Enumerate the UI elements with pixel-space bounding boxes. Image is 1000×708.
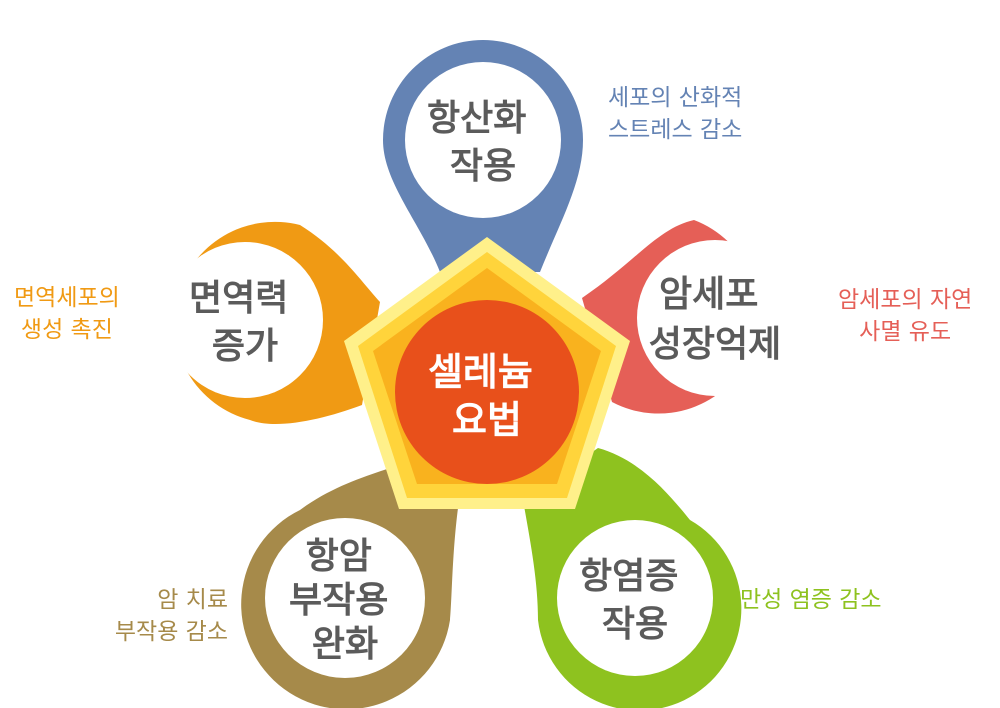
petal-cancer-growth-title-line-2: 성장억제 bbox=[649, 324, 781, 365]
petal-cancer-growth-disc bbox=[637, 240, 793, 396]
petal-side-effect-disc bbox=[265, 518, 425, 678]
desc-antioxidant: 세포의 산화적 스트레스 감소 bbox=[608, 82, 742, 146]
desc-side-effect-line-1: 암 치료 bbox=[157, 587, 228, 613]
desc-immunity: 면역세포의 생성 촉진 bbox=[14, 282, 120, 346]
center-title: 셀레늄 요법 bbox=[428, 350, 546, 442]
petal-side-effect-title-line-3: 완화 bbox=[312, 624, 378, 665]
petal-immunity-disc bbox=[167, 242, 323, 398]
center-title-line-2: 요법 bbox=[452, 398, 522, 442]
desc-immunity-line-2: 생성 촉진 bbox=[20, 317, 113, 343]
center-hub: 셀레늄 요법 bbox=[344, 237, 630, 509]
petal-antioxidant-title-line-2: 작용 bbox=[450, 146, 516, 187]
petal-antioxidant-disc bbox=[405, 62, 561, 218]
petal-side-effect-title: 항암 부작용 완화 bbox=[289, 536, 401, 665]
petal-cancer-growth: 암세포 성장억제 bbox=[582, 220, 793, 414]
desc-antioxidant-line-1: 세포의 산화적 bbox=[608, 85, 743, 111]
petal-anti-inflammatory-title-line-2: 작용 bbox=[602, 604, 668, 645]
petal-cancer-growth-title: 암세포 성장억제 bbox=[649, 274, 781, 365]
desc-side-effect-line-2: 부작용 감소 bbox=[114, 619, 228, 645]
desc-cancer-growth: 암세포의 자연 사멸 유도 bbox=[838, 284, 972, 348]
petal-immunity-title-line-2: 증가 bbox=[212, 326, 278, 367]
petal-side-effect-title-line-1: 항암 bbox=[306, 536, 372, 577]
petal-antioxidant: 항산화 작용 bbox=[383, 40, 583, 272]
petal-anti-inflammatory-disc bbox=[557, 520, 713, 676]
petal-cancer-growth-title-line-1: 암세포 bbox=[659, 274, 758, 315]
petal-side-effect-title-line-2: 부작용 bbox=[289, 580, 388, 621]
petal-anti-inflammatory-title: 항염증 작용 bbox=[579, 556, 691, 645]
desc-anti-inflammatory-line-1: 만성 염증 감소 bbox=[740, 587, 882, 613]
desc-immunity-line-1: 면역세포의 bbox=[14, 285, 120, 311]
desc-side-effect: 암 치료 부작용 감소 bbox=[115, 584, 228, 648]
petal-immunity-title-line-1: 면역력 bbox=[189, 278, 288, 319]
petal-anti-inflammatory-title-line-1: 항염증 bbox=[579, 556, 678, 597]
desc-antioxidant-line-2: 스트레스 감소 bbox=[608, 117, 743, 143]
petal-side-effect: 항암 부작용 완화 bbox=[241, 468, 458, 708]
petal-immunity: 면역력 증가 bbox=[167, 221, 380, 425]
center-title-line-1: 셀레늄 bbox=[428, 350, 533, 394]
petal-antioxidant-title-line-1: 항산화 bbox=[427, 98, 526, 139]
petal-anti-inflammatory: 항염증 작용 bbox=[523, 448, 742, 708]
desc-cancer-growth-line-1: 암세포의 자연 bbox=[838, 287, 973, 313]
desc-cancer-growth-line-2: 사멸 유도 bbox=[859, 319, 952, 345]
center-circle bbox=[395, 300, 579, 484]
petal-antioxidant-title: 항산화 작용 bbox=[427, 98, 539, 187]
desc-anti-inflammatory: 만성 염증 감소 bbox=[740, 584, 882, 616]
petal-immunity-title: 면역력 증가 bbox=[189, 278, 301, 367]
